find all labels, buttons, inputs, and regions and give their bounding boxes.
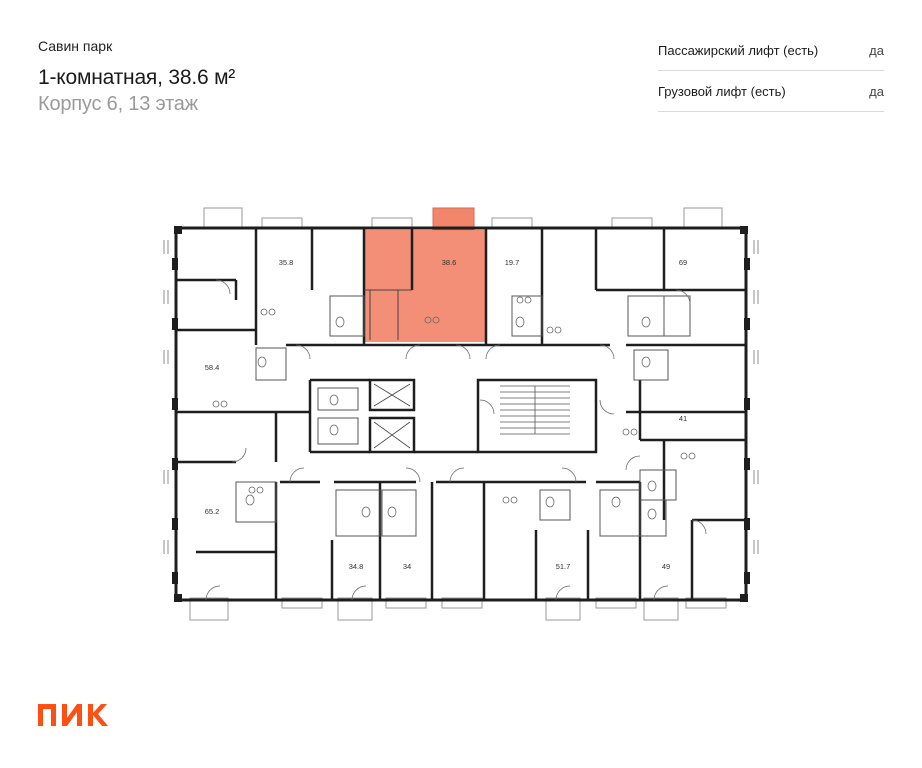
area-labels: 35.8 38.6 19.7 69 58.4 41 65.2 34.8 34 5…	[205, 258, 687, 571]
area-label-selected: 38.6	[442, 258, 457, 267]
fixtures	[212, 296, 696, 520]
building-floor: Корпус 6, 13 этаж	[38, 93, 198, 115]
windows	[163, 240, 759, 554]
area-label: 35.8	[279, 258, 294, 267]
outer-walls	[174, 226, 748, 602]
partitions	[235, 289, 691, 537]
area-label: 34.8	[349, 562, 364, 571]
freight-lift-label: Грузовой лифт (есть)	[658, 83, 786, 99]
interior-walls	[176, 228, 746, 600]
area-label: 41	[679, 414, 687, 423]
area-label: 69	[679, 258, 687, 267]
stairs	[500, 385, 570, 435]
doors	[205, 279, 707, 601]
area-label: 49	[662, 562, 670, 571]
freight-lift-row: Грузовой лифт (есть) да	[658, 71, 884, 112]
passenger-lift-row: Пассажирский лифт (есть) да	[658, 30, 884, 71]
corner-blocks	[172, 226, 750, 602]
lift-info-table: Пассажирский лифт (есть) да Грузовой лиф…	[658, 30, 884, 112]
lift-shafts	[373, 383, 411, 449]
area-label: 65.2	[205, 507, 220, 516]
area-label: 58.4	[205, 363, 220, 372]
selected-apartment[interactable]	[364, 207, 486, 342]
project-name: Савин парк	[38, 38, 113, 54]
area-label: 51.7	[556, 562, 571, 571]
pik-logo	[38, 704, 108, 726]
area-label: 34	[403, 562, 411, 571]
freight-lift-value: да	[869, 83, 884, 99]
passenger-lift-value: да	[869, 42, 884, 58]
passenger-lift-label: Пассажирский лифт (есть)	[658, 42, 819, 58]
area-label: 19.7	[505, 258, 520, 267]
apartment-title: 1-комнатная, 38.6 м²	[38, 66, 236, 89]
